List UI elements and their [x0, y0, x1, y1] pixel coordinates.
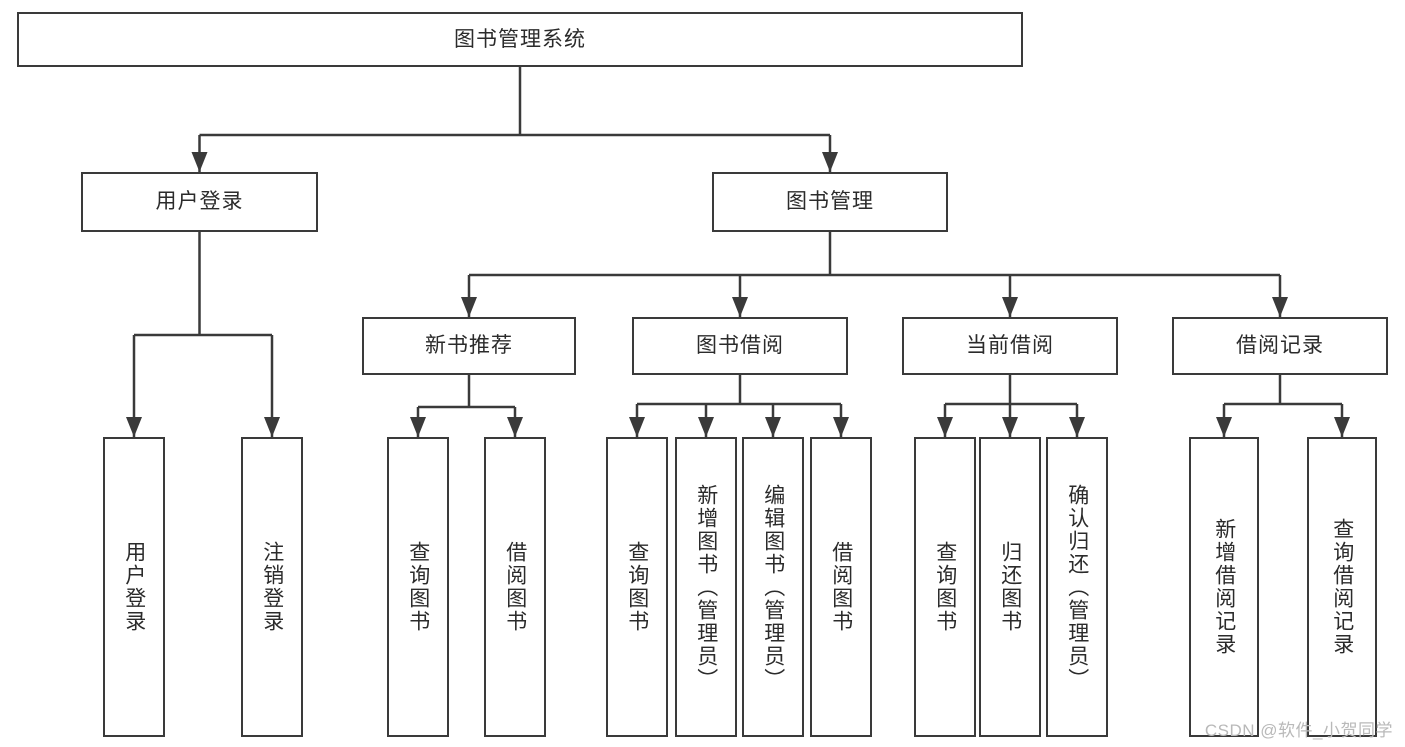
- arrowhead-icon: [507, 417, 523, 437]
- arrowhead-icon: [833, 417, 849, 437]
- node-label: 图书借阅: [696, 334, 784, 358]
- arrowhead-icon: [1272, 297, 1288, 317]
- arrowhead-icon: [191, 152, 208, 172]
- node-label: 新书推荐: [425, 334, 513, 358]
- node-label: 查询借阅记录: [1330, 518, 1354, 656]
- node-borrow[interactable]: 图书借阅: [632, 317, 848, 375]
- node-leaf8[interactable]: 借阅图书: [810, 437, 872, 737]
- node-leaf1[interactable]: 用户登录: [103, 437, 165, 737]
- node-label: 借阅记录: [1236, 334, 1324, 358]
- node-label: 当前借阅: [966, 334, 1054, 358]
- arrowhead-icon: [937, 417, 953, 437]
- node-label: 图书管理: [786, 190, 874, 214]
- node-label: 借阅图书: [829, 541, 853, 633]
- arrowhead-icon: [264, 417, 280, 437]
- arrowhead-icon: [1002, 297, 1018, 317]
- node-label: 图书管理系统: [454, 27, 586, 51]
- arrowhead-icon: [1002, 417, 1018, 437]
- node-label: 归还图书: [998, 541, 1022, 633]
- node-label: 确认归还（管理员）: [1065, 483, 1089, 691]
- node-leaf11[interactable]: 确认归还（管理员）: [1046, 437, 1108, 737]
- arrowhead-icon: [732, 297, 748, 317]
- node-label: 新增图书（管理员）: [694, 483, 718, 691]
- arrowhead-icon: [461, 297, 477, 317]
- node-records[interactable]: 借阅记录: [1172, 317, 1388, 375]
- arrowhead-icon: [1069, 417, 1085, 437]
- arrowhead-icon: [698, 417, 714, 437]
- node-login[interactable]: 用户登录: [81, 172, 318, 232]
- node-label: 查询图书: [625, 541, 649, 633]
- node-leaf3[interactable]: 查询图书: [387, 437, 449, 737]
- node-leaf2[interactable]: 注销登录: [241, 437, 303, 737]
- arrowhead-icon: [126, 417, 142, 437]
- arrowhead-icon: [1334, 417, 1350, 437]
- node-leaf13[interactable]: 查询借阅记录: [1307, 437, 1377, 737]
- node-label: 借阅图书: [503, 541, 527, 633]
- node-leaf4[interactable]: 借阅图书: [484, 437, 546, 737]
- node-label: 查询图书: [406, 541, 430, 633]
- arrowhead-icon: [1216, 417, 1232, 437]
- node-newbooks[interactable]: 新书推荐: [362, 317, 576, 375]
- arrowhead-icon: [822, 152, 838, 172]
- node-leaf6[interactable]: 新增图书（管理员）: [675, 437, 737, 737]
- node-label: 新增借阅记录: [1212, 518, 1236, 656]
- node-leaf12[interactable]: 新增借阅记录: [1189, 437, 1259, 737]
- node-label: 用户登录: [155, 190, 244, 214]
- node-leaf7[interactable]: 编辑图书（管理员）: [742, 437, 804, 737]
- node-label: 注销登录: [260, 541, 284, 633]
- node-label: 用户登录: [122, 541, 146, 633]
- node-root[interactable]: 图书管理系统: [17, 12, 1023, 67]
- arrowhead-icon: [629, 417, 645, 437]
- node-leaf5[interactable]: 查询图书: [606, 437, 668, 737]
- arrowhead-icon: [765, 417, 781, 437]
- node-leaf10[interactable]: 归还图书: [979, 437, 1041, 737]
- node-label: 查询图书: [933, 541, 957, 633]
- node-label: 编辑图书（管理员）: [761, 483, 785, 691]
- node-leaf9[interactable]: 查询图书: [914, 437, 976, 737]
- node-current[interactable]: 当前借阅: [902, 317, 1118, 375]
- arrowhead-icon: [410, 417, 426, 437]
- node-bookmgmt[interactable]: 图书管理: [712, 172, 948, 232]
